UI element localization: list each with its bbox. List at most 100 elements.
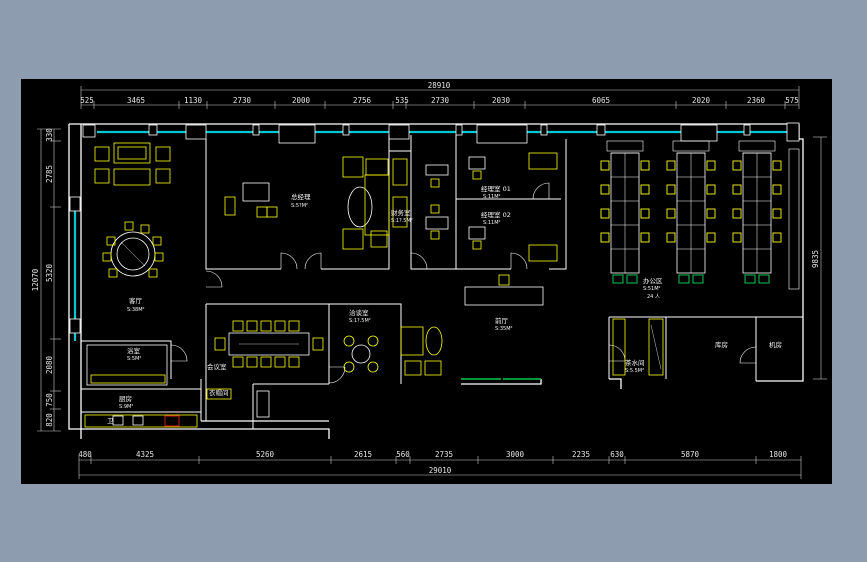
top-dim-12: 2360 — [747, 96, 766, 105]
room-label-meeting: 会议室 — [207, 362, 227, 371]
bottom-dim-3: 5260 — [256, 450, 275, 459]
workstation-chair — [666, 232, 676, 243]
file-cabinet — [672, 140, 710, 152]
left-dimension-chain — [37, 128, 61, 432]
room-label-dressing: 衣帽间 — [209, 388, 229, 397]
bottom-dim-10: 5870 — [681, 450, 700, 459]
room-label-manager-02: 经理室 02 — [481, 210, 511, 219]
workstation-chair — [772, 208, 782, 219]
workstation-chair — [732, 160, 742, 171]
room-area-kitchen: S:9M² — [119, 404, 133, 410]
room-label-gm-office: 总经理 — [291, 192, 311, 201]
open-office-workstations — [600, 140, 800, 290]
room-label-bathroom: 浴室 — [127, 346, 141, 355]
workstation-chair — [600, 160, 610, 171]
bottom-dim-11: 1800 — [769, 450, 788, 459]
left-dim-2: 2785 — [45, 165, 54, 183]
room-area-open-office: S:51M² — [643, 286, 661, 292]
workstation-plant — [678, 274, 690, 284]
workstation-chair — [732, 184, 742, 195]
room-label-storage: 卫 — [107, 417, 114, 425]
room-area-gm-office: S:5?M² — [291, 203, 308, 209]
hall-furniture — [400, 274, 544, 376]
room-label-finance: 财务室 — [391, 208, 411, 217]
workstation-chair — [640, 232, 650, 243]
side-storage-cabinet — [788, 148, 800, 290]
workstation-plant — [692, 274, 704, 284]
bottom-total-dimension: 29010 — [429, 466, 452, 475]
left-dim-6: 820 — [45, 413, 54, 427]
reception-furniture — [94, 142, 171, 278]
top-dim-5: 2000 — [292, 96, 311, 105]
left-dim-3: 5320 — [45, 263, 54, 282]
cad-canvas — [21, 79, 832, 484]
room-area-manager-02: S:11M² — [483, 220, 501, 226]
gm-office-furniture — [224, 156, 390, 250]
bottom-dim-7: 3000 — [506, 450, 525, 459]
workstation-chair — [666, 184, 676, 195]
room-label-negotiation: 洽谈室 — [349, 308, 369, 317]
bottom-dim-5: 560 — [396, 450, 410, 459]
top-dim-4: 2730 — [233, 96, 252, 105]
floor-plan: 28910 525 3465 1130 2730 2000 2756 535 2… — [21, 79, 832, 484]
left-total-dimension: 12070 — [31, 268, 40, 291]
top-dim-8: 2730 — [431, 96, 450, 105]
room-label-tea-room: 茶水间 — [625, 358, 645, 367]
right-dimension-chain — [813, 136, 827, 380]
workstation-plant — [626, 274, 638, 284]
negotiation-furniture — [343, 335, 379, 373]
room-area-hall: S:35M² — [495, 326, 513, 332]
room-label-reception: 客厅 — [129, 296, 143, 305]
top-dim-13: 575 — [785, 96, 799, 105]
workstation-chair — [732, 232, 742, 243]
top-total-dimension: 28910 — [428, 81, 451, 90]
top-dim-6: 2756 — [353, 96, 372, 105]
room-label-hall: 前厅 — [495, 316, 509, 325]
file-cabinet — [606, 140, 644, 152]
room-area-reception: S:38M² — [127, 307, 145, 313]
room-label-kitchen: 厨房 — [119, 394, 132, 403]
service-furniture — [84, 344, 270, 428]
top-dim-10: 6065 — [592, 96, 610, 105]
doors — [170, 182, 757, 384]
bottom-dim-9: 630 — [610, 450, 624, 459]
open-office-seat-count: 24 人 — [647, 294, 660, 300]
workstation-chair — [706, 232, 716, 243]
workstation-chair — [600, 184, 610, 195]
workstation-chair — [666, 160, 676, 171]
left-dim-5: 750 — [45, 393, 54, 407]
top-dim-2: 3465 — [127, 96, 145, 105]
workstation-chair — [640, 184, 650, 195]
bottom-dimension-chain — [78, 456, 802, 479]
room-label-open-office: 办公区 — [643, 276, 663, 285]
room-label-archive: 库房 — [715, 340, 728, 349]
left-dim-4: 2080 — [45, 355, 54, 374]
room-area-manager-01: S:11M² — [483, 194, 501, 200]
workstation-chair — [706, 160, 716, 171]
bottom-dim-6: 2735 — [435, 450, 453, 459]
room-label-server: 机房 — [769, 340, 782, 349]
workstation-chair — [600, 232, 610, 243]
outer-walls — [68, 123, 804, 439]
top-dimension-chain — [80, 86, 800, 109]
manager-rooms-furniture — [468, 152, 558, 262]
room-area-finance: S:1?.5M² — [391, 218, 413, 224]
bottom-dim-8: 2235 — [572, 450, 590, 459]
workstation-chair — [772, 232, 782, 243]
top-dim-9: 2030 — [492, 96, 511, 105]
structural-columns — [69, 122, 800, 334]
finance-furniture — [392, 158, 449, 240]
room-area-tea-room: S:5.5M² — [625, 368, 644, 374]
workstation-chair — [640, 160, 650, 171]
workstation-chair — [666, 208, 676, 219]
workstation-chair — [600, 208, 610, 219]
bottom-dim-4: 2615 — [354, 450, 372, 459]
top-dim-7: 535 — [395, 96, 409, 105]
meeting-furniture — [214, 320, 324, 368]
file-cabinet — [738, 140, 776, 152]
interior-walls — [81, 135, 803, 429]
workstation-chair — [772, 160, 782, 171]
workstation-chair — [706, 184, 716, 195]
right-total-dimension: 9835 — [811, 250, 820, 268]
